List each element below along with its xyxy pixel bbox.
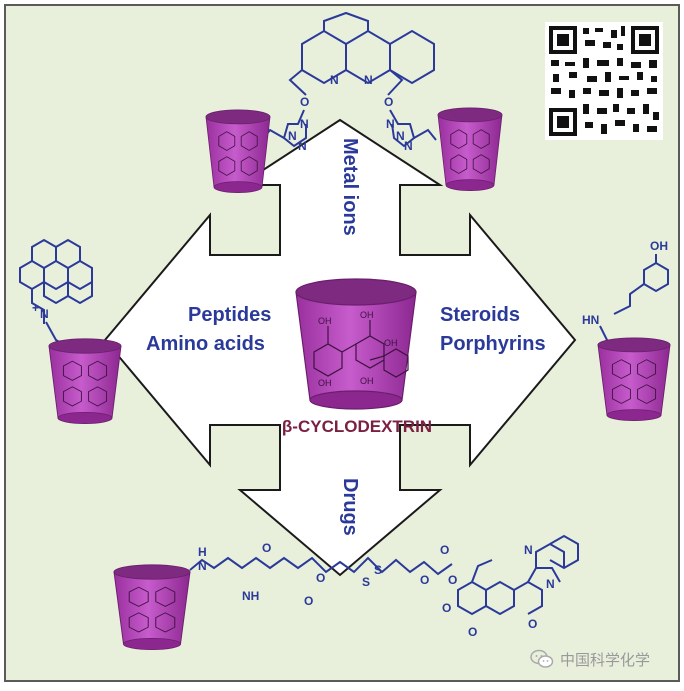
n-label: N [546, 577, 555, 591]
qr-code-icon [545, 22, 663, 140]
bottom-drug-conjugate: H N NH O O O S S O O O O O O N N [113, 534, 579, 651]
n-label: N [198, 559, 207, 573]
right-steroid-host: OH HN [582, 239, 671, 422]
nh-label: NH [242, 589, 259, 603]
o-label: O [262, 541, 271, 555]
o-label: O [442, 601, 451, 615]
label-metal-ions: Metal ions [339, 138, 361, 236]
o-label: O [468, 625, 477, 639]
plus-label: + [32, 301, 39, 315]
s-label: S [362, 575, 370, 589]
label-steroids: Steroids [440, 304, 520, 326]
label-amino-acids: Amino acids [146, 333, 265, 355]
watermark-text: 中国科学化学 [560, 650, 651, 669]
label-peptides: Peptides [188, 304, 271, 326]
o-label: O [384, 95, 393, 109]
n-label: N [524, 543, 533, 557]
h-label: H [198, 545, 207, 559]
label-porphyrins: Porphyrins [440, 333, 546, 355]
oh-label: OH [650, 239, 668, 253]
oh-label: OH [360, 310, 374, 320]
o-label: O [300, 95, 309, 109]
oh-label: OH [384, 338, 398, 348]
n-label: N [300, 117, 309, 131]
watermark: 中国科学化学 [530, 644, 650, 674]
n-label: N [40, 307, 49, 321]
hn-label: HN [582, 313, 599, 327]
wechat-icon [530, 649, 554, 668]
n-label: N [386, 117, 395, 131]
n-label: N [298, 139, 307, 153]
o-label: O [420, 573, 429, 587]
s-label: S [374, 563, 382, 577]
n-label: N [404, 139, 413, 153]
oh-label: OH [360, 376, 374, 386]
oh-label: OH [318, 378, 332, 388]
n-label: N [396, 129, 405, 143]
n-label: N [330, 73, 339, 87]
n-label: N [364, 73, 373, 87]
o-label: O [316, 571, 325, 585]
cyclodextrin-center: OH OH OH OH OH [295, 278, 417, 410]
o-label: O [304, 594, 313, 608]
label-beta-cyclodextrin: β-CYCLODEXTRIN [282, 417, 432, 436]
o-label: O [440, 543, 449, 557]
label-drugs: Drugs [339, 478, 361, 536]
o-label: O [528, 617, 537, 631]
o-label: O [448, 573, 457, 587]
left-peptide-host: N + [19, 238, 122, 425]
n-label: N [288, 129, 297, 143]
top-metal-ion-host: N N O O N N N N N N [205, 11, 503, 193]
oh-label: OH [318, 316, 332, 326]
